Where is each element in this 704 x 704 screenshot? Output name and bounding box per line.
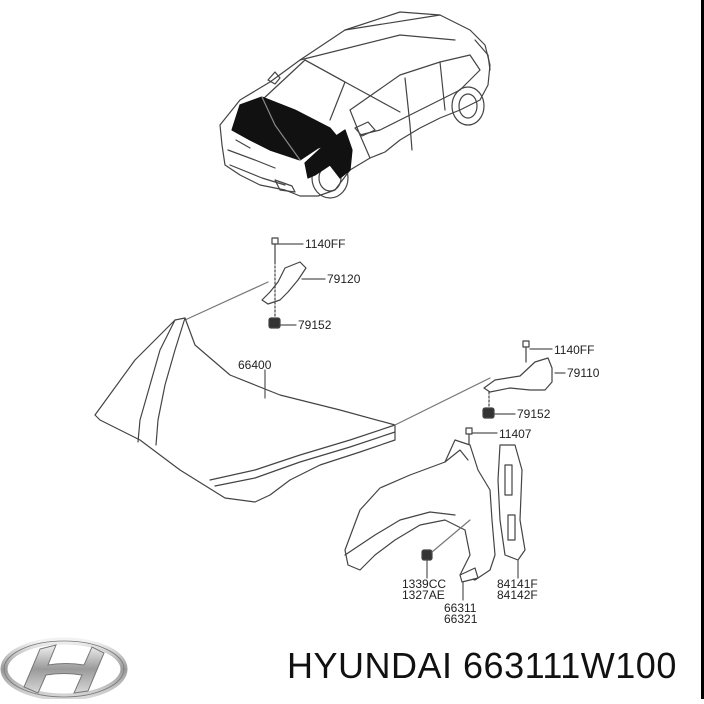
callout-66321: 66321 — [444, 612, 478, 626]
callout-1140ff-right: 1140FF — [554, 343, 595, 357]
car-illustration — [219, 11, 491, 199]
callout-79110: 79110 — [567, 366, 600, 380]
callout-11407: 11407 — [499, 427, 532, 441]
part-title: HYUNDAI 663111W100 — [287, 645, 677, 686]
callout-79152-left: 79152 — [298, 318, 332, 332]
hood-panel — [94, 317, 396, 503]
callout-66400: 66400 — [238, 358, 272, 372]
callout-84142f: 84142F — [497, 588, 538, 602]
callout-79152-right: 79152 — [517, 407, 551, 421]
callout-84141f: 84141F — [497, 577, 538, 591]
frame-border — [701, 0, 704, 699]
front-fender — [344, 439, 496, 581]
fender-insulator — [497, 444, 526, 561]
right-hinge-assembly — [465, 340, 553, 446]
highlighted-fender — [304, 129, 353, 179]
hyundai-logo-icon — [0, 635, 130, 701]
callout-79120: 79120 — [327, 272, 361, 286]
left-hinge-assembly — [261, 237, 307, 329]
callout-66311: 66311 — [444, 601, 477, 615]
callout-1140ff-left: 1140FF — [305, 237, 346, 251]
callout-1339cc: 1339CC — [402, 577, 447, 591]
callout-1327ae: 1327AE — [402, 588, 445, 602]
